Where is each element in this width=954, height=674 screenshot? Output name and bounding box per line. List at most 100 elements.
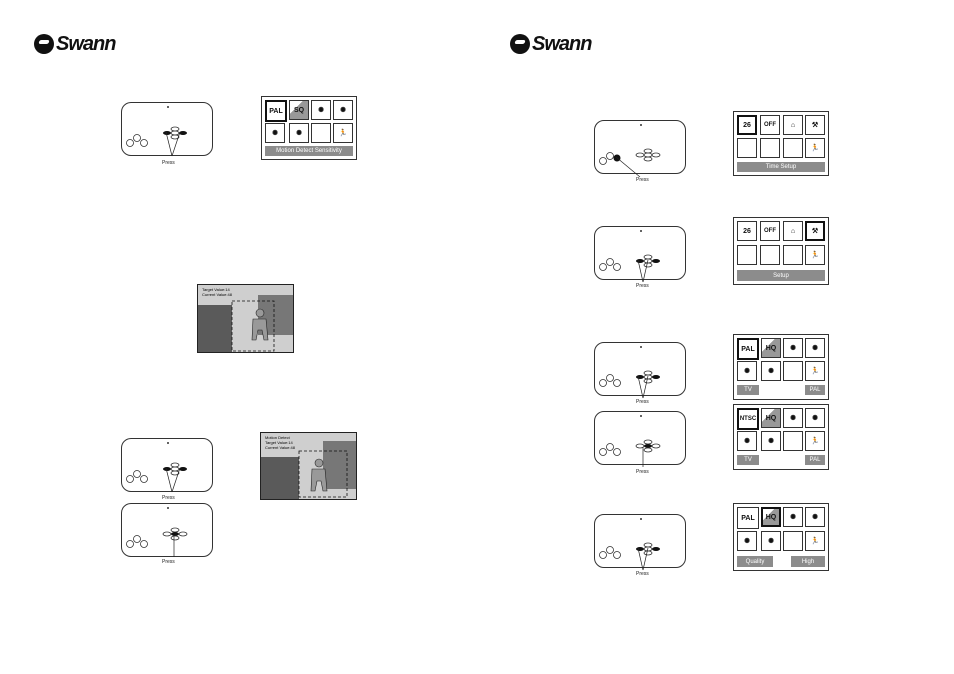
tools-icon: ⚒ xyxy=(805,115,825,135)
menu-screen-tv-ntsc: NTSC HQ ✺ ✺ ✺ ✺ 🏃 TV PAL xyxy=(733,404,829,470)
remote-buttons-icon xyxy=(126,106,187,147)
empty-slot xyxy=(760,138,780,158)
status-bar: Setup xyxy=(737,270,825,281)
swann-logo-left: Swann xyxy=(34,32,116,56)
press-line-icon xyxy=(642,447,644,467)
remote-buttons-icon xyxy=(599,518,660,559)
press-label: Press xyxy=(162,495,175,501)
press-label: Press xyxy=(636,399,649,405)
press-label: Press xyxy=(636,177,649,183)
camera-remote-diagram xyxy=(594,411,686,465)
camera-remote-diagram xyxy=(121,503,213,557)
menu-screen-tv-pal: PAL HQ ✺ ✺ ✺ ✺ 🏃 TV PAL xyxy=(733,334,829,400)
camera-remote-diagram xyxy=(594,120,686,174)
remote-buttons-icon xyxy=(599,415,661,456)
status-left: TV xyxy=(737,385,759,395)
quality-hq-icon: HQ xyxy=(761,408,781,428)
pal-icon: PAL xyxy=(737,507,759,529)
off-gear-icon: OFF xyxy=(760,115,780,135)
press-label: Press xyxy=(636,283,649,289)
quality-sq-icon: SQ xyxy=(289,100,309,120)
record-gear-icon: ✺ xyxy=(805,507,825,527)
exit-icon: 🏃 xyxy=(805,361,825,381)
target-value-text: Target Value:14 xyxy=(265,440,293,445)
quality-hq-icon: HQ xyxy=(761,507,781,527)
exit-icon: 🏃 xyxy=(805,531,825,551)
empty-slot xyxy=(311,123,331,143)
camera-remote-diagram xyxy=(594,514,686,568)
swann-logo-right: Swann xyxy=(510,32,592,56)
press-arrow-icon xyxy=(637,375,649,399)
motion-gear-icon: ✺ xyxy=(783,338,803,358)
status-right: PAL xyxy=(805,455,825,465)
status-left: Quality xyxy=(737,556,773,567)
menu-screen-setup: 26 OFF ⌂ ⚒ 🏃 Setup xyxy=(733,217,829,285)
motion-gear-icon: ✺ xyxy=(783,507,803,527)
status-bar: Motion Detect Sensitivity xyxy=(265,146,353,156)
current-value-text: Current Value:48 xyxy=(265,445,295,450)
swan-icon xyxy=(34,34,54,54)
press-arrow-icon xyxy=(637,547,649,571)
motion-gear-icon: ✺ xyxy=(311,100,331,120)
press-label: Press xyxy=(162,559,175,565)
hand-gear-icon: ✺ xyxy=(761,361,781,381)
empty-slot xyxy=(737,245,757,265)
empty-slot xyxy=(737,138,757,158)
camera-icon: ⌂ xyxy=(783,115,803,135)
motion-scene-photo: Target Value:14 Current Value:48 xyxy=(197,284,294,353)
empty-slot xyxy=(783,431,803,451)
empty-slot xyxy=(783,138,803,158)
status-left: TV xyxy=(737,455,759,465)
status-bar: Time Setup xyxy=(737,162,825,172)
camera-remote-diagram xyxy=(594,342,686,396)
sensor-gear-icon: ✺ xyxy=(737,361,757,381)
motion-gear-icon: ✺ xyxy=(783,408,803,428)
status-right: High xyxy=(791,556,825,567)
press-label: Press xyxy=(162,160,175,166)
exit-icon: 🏃 xyxy=(805,431,825,451)
camera-remote-diagram xyxy=(121,102,213,156)
menu-screen-quality: PAL HQ ✺ ✺ ✺ ✺ 🏃 Quality High xyxy=(733,503,829,571)
press-line-icon xyxy=(173,535,175,557)
menu-screen-motion: PAL SQ ✺ ✺ ✺ ✺ 🏃 Motion Detect Sensitivi… xyxy=(261,96,357,160)
target-value-text: Target Value:14 xyxy=(202,287,230,292)
sensor-gear-icon: ✺ xyxy=(265,123,285,143)
quality-hq-icon: HQ xyxy=(761,338,781,358)
motion-detect-text: Motion Detect xyxy=(265,435,290,440)
swan-icon xyxy=(510,34,530,54)
empty-slot xyxy=(783,245,803,265)
off-gear-icon: OFF xyxy=(760,221,780,241)
calendar-icon: 26 xyxy=(737,221,757,241)
pal-icon: PAL xyxy=(265,100,287,122)
press-label: Press xyxy=(636,571,649,577)
motion-detect-photo: Motion Detect Target Value:14 Current Va… xyxy=(260,432,357,500)
press-label: Press xyxy=(636,469,649,475)
exit-icon: 🏃 xyxy=(805,138,825,158)
hand-gear-icon: ✺ xyxy=(289,123,309,143)
press-arrow-icon xyxy=(165,131,181,157)
ntsc-icon: NTSC xyxy=(737,408,759,430)
hand-gear-icon: ✺ xyxy=(761,431,781,451)
record-gear-icon: ✺ xyxy=(333,100,353,120)
calendar-icon: 26 xyxy=(737,115,757,135)
current-value-text: Current Value:48 xyxy=(202,292,232,297)
exit-icon: 🏃 xyxy=(333,123,353,143)
record-gear-icon: ✺ xyxy=(805,408,825,428)
record-gear-icon: ✺ xyxy=(805,338,825,358)
empty-slot xyxy=(760,245,780,265)
camera-icon: ⌂ xyxy=(783,221,803,241)
status-right: PAL xyxy=(805,385,825,395)
press-line-icon xyxy=(615,156,641,178)
hand-gear-icon: ✺ xyxy=(761,531,781,551)
remote-buttons-icon xyxy=(126,442,187,483)
remote-buttons-icon xyxy=(599,230,660,271)
exit-icon: 🏃 xyxy=(805,245,825,265)
press-arrow-icon xyxy=(165,467,181,493)
sensor-gear-icon: ✺ xyxy=(737,431,757,451)
camera-remote-diagram xyxy=(594,226,686,280)
empty-slot xyxy=(783,531,803,551)
tools-icon: ⚒ xyxy=(805,221,825,241)
press-arrow-icon xyxy=(637,259,649,283)
sensor-gear-icon: ✺ xyxy=(737,531,757,551)
camera-remote-diagram xyxy=(121,438,213,492)
